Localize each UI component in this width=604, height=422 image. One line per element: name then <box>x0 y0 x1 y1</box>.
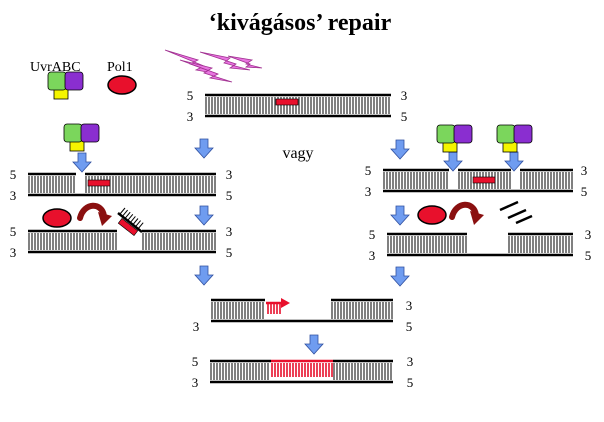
dna-damage-lesion <box>275 98 299 106</box>
excised-fragment-icon <box>117 207 144 236</box>
strand-end-five: 5 <box>369 227 376 242</box>
uvrabc-complex-icon <box>63 123 100 152</box>
process-arrow-icon <box>72 152 92 173</box>
repaired-segment-icon <box>271 359 333 377</box>
strand-end-three: 3 <box>192 375 199 390</box>
process-arrow-icon <box>390 205 410 226</box>
strand-end-five: 5 <box>10 224 17 239</box>
strand-end-three: 3 <box>369 248 376 263</box>
uvrabc-complex-icon <box>496 124 533 153</box>
strand-end-five: 5 <box>401 109 408 124</box>
dna-damage-lesion <box>87 179 111 187</box>
pol1-enzyme-icon <box>42 208 72 228</box>
strand-end-five: 5 <box>406 319 413 334</box>
strand-end-three: 3 <box>407 354 414 369</box>
strand-end-three: 3 <box>581 163 588 178</box>
process-arrow-icon <box>443 151 463 172</box>
strand-end-five: 5 <box>585 248 592 263</box>
dna-initial-strand <box>205 93 391 118</box>
strand-end-three: 3 <box>365 184 372 199</box>
strand-end-five: 5 <box>226 245 233 260</box>
process-arrow-icon <box>504 151 524 172</box>
process-arrows-layer <box>72 138 524 355</box>
strand-end-three: 3 <box>585 227 592 242</box>
pol1-enzyme-icon <box>417 205 447 225</box>
process-arrow-icon <box>304 334 324 355</box>
dna-synthesis-strand <box>211 298 393 323</box>
strand-end-three: 3 <box>10 188 17 203</box>
process-arrow-icon <box>194 205 214 226</box>
dna-damage-lesion <box>472 176 496 184</box>
strand-end-three: 3 <box>10 245 17 260</box>
uvrabc-label: UvrABC <box>30 60 81 75</box>
strand-end-five: 5 <box>187 88 194 103</box>
enzymes-and-fragments-layer <box>42 71 533 377</box>
uvrabc-complex-icon <box>47 71 84 100</box>
pol1-enzyme-icon <box>107 75 137 95</box>
process-arrow-icon <box>194 138 214 159</box>
pol1-label: Pol1 <box>107 60 133 75</box>
dna-left-incision-strand <box>28 172 216 197</box>
diagram-title: ‘kivágásos’ repair <box>209 10 392 36</box>
curved-arrow-head <box>98 212 112 226</box>
strand-end-five: 5 <box>407 375 414 390</box>
process-arrow-icon <box>390 266 410 287</box>
uvrabc-complex-icon <box>436 124 473 153</box>
process-arrow-icon <box>194 265 214 286</box>
dna-right-incision-strand <box>383 168 573 193</box>
vagy-label: vagy <box>282 145 313 162</box>
strand-end-five: 5 <box>226 188 233 203</box>
curved-arrow-icon <box>449 201 479 220</box>
strand-end-five: 5 <box>10 167 17 182</box>
strand-end-five: 5 <box>192 354 199 369</box>
strand-end-labels-layer: 5 3 3 5 5 3 3 5 5 3 3 5 5 3 3 5 5 3 3 5 3 3 5 5 3 3 5 <box>10 88 592 390</box>
strand-end-three: 3 <box>226 224 233 239</box>
new-dna-synthesis-icon <box>266 298 290 314</box>
strand-end-three: 3 <box>226 167 233 182</box>
curved-arrow-head <box>470 211 484 225</box>
strand-end-three: 3 <box>193 319 200 334</box>
excised-fragment-pieces <box>499 200 533 225</box>
dna-left-gap-strand <box>28 229 216 254</box>
dna-repaired-strand <box>210 359 393 384</box>
strand-end-five: 5 <box>365 163 372 178</box>
strand-end-five: 5 <box>581 184 588 199</box>
strand-end-three: 3 <box>187 109 194 124</box>
curved-arrow-icon <box>77 202 107 221</box>
uv-lightning-icon <box>164 49 263 83</box>
strand-end-three: 3 <box>401 88 408 103</box>
strand-end-three: 3 <box>406 298 413 313</box>
dna-strands-layer <box>28 93 573 384</box>
dna-right-gap-strand <box>387 232 573 257</box>
process-arrow-icon <box>390 139 410 160</box>
